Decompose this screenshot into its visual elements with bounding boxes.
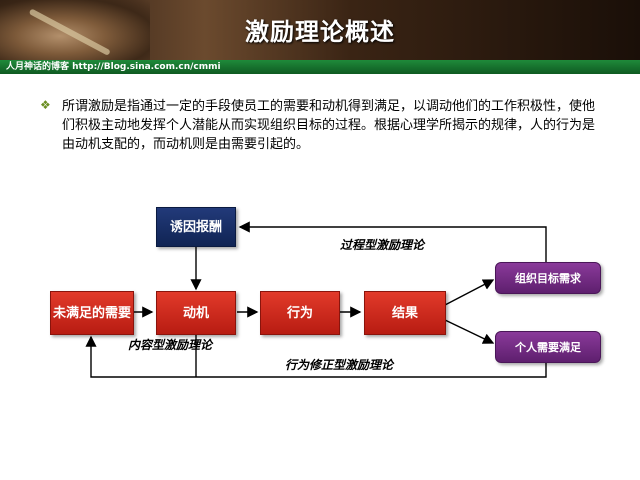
label-reinforcement-theory: 行为修正型激励理论 — [285, 358, 394, 372]
blog-link[interactable]: 人月神话的博客 http://Blog.sina.com.cn/cmmi — [6, 62, 221, 72]
arrow-process-feedback — [238, 221, 547, 262]
node-behavior: 行为 — [260, 291, 340, 335]
node-org-goal: 组织目标需求 — [495, 262, 601, 294]
arrow-result-to-org-goal — [444, 279, 495, 306]
arrow-reinforcement-feedback — [85, 335, 547, 378]
node-unmet-needs: 未满足的需要 — [50, 291, 134, 335]
page-title: 激励理论概述 — [245, 18, 395, 46]
node-incentive: 诱因报酬 — [156, 207, 236, 247]
node-result: 结果 — [364, 291, 446, 335]
node-motivation: 动机 — [156, 291, 236, 335]
diamond-bullet-icon: ❖ — [40, 98, 51, 112]
green-bar — [0, 60, 640, 74]
header-banner — [0, 0, 640, 60]
node-personal-need: 个人需要满足 — [495, 331, 601, 363]
label-content-theory: 内容型激励理论 — [128, 338, 213, 352]
label-process-theory: 过程型激励理论 — [340, 238, 425, 252]
arrow-result-to-personal — [444, 319, 495, 344]
header-photo — [0, 0, 150, 60]
intro-text: 所谓激励是指通过一定的手段使员工的需要和动机得到满足，以调动他们的工作积极性，使… — [62, 99, 596, 152]
